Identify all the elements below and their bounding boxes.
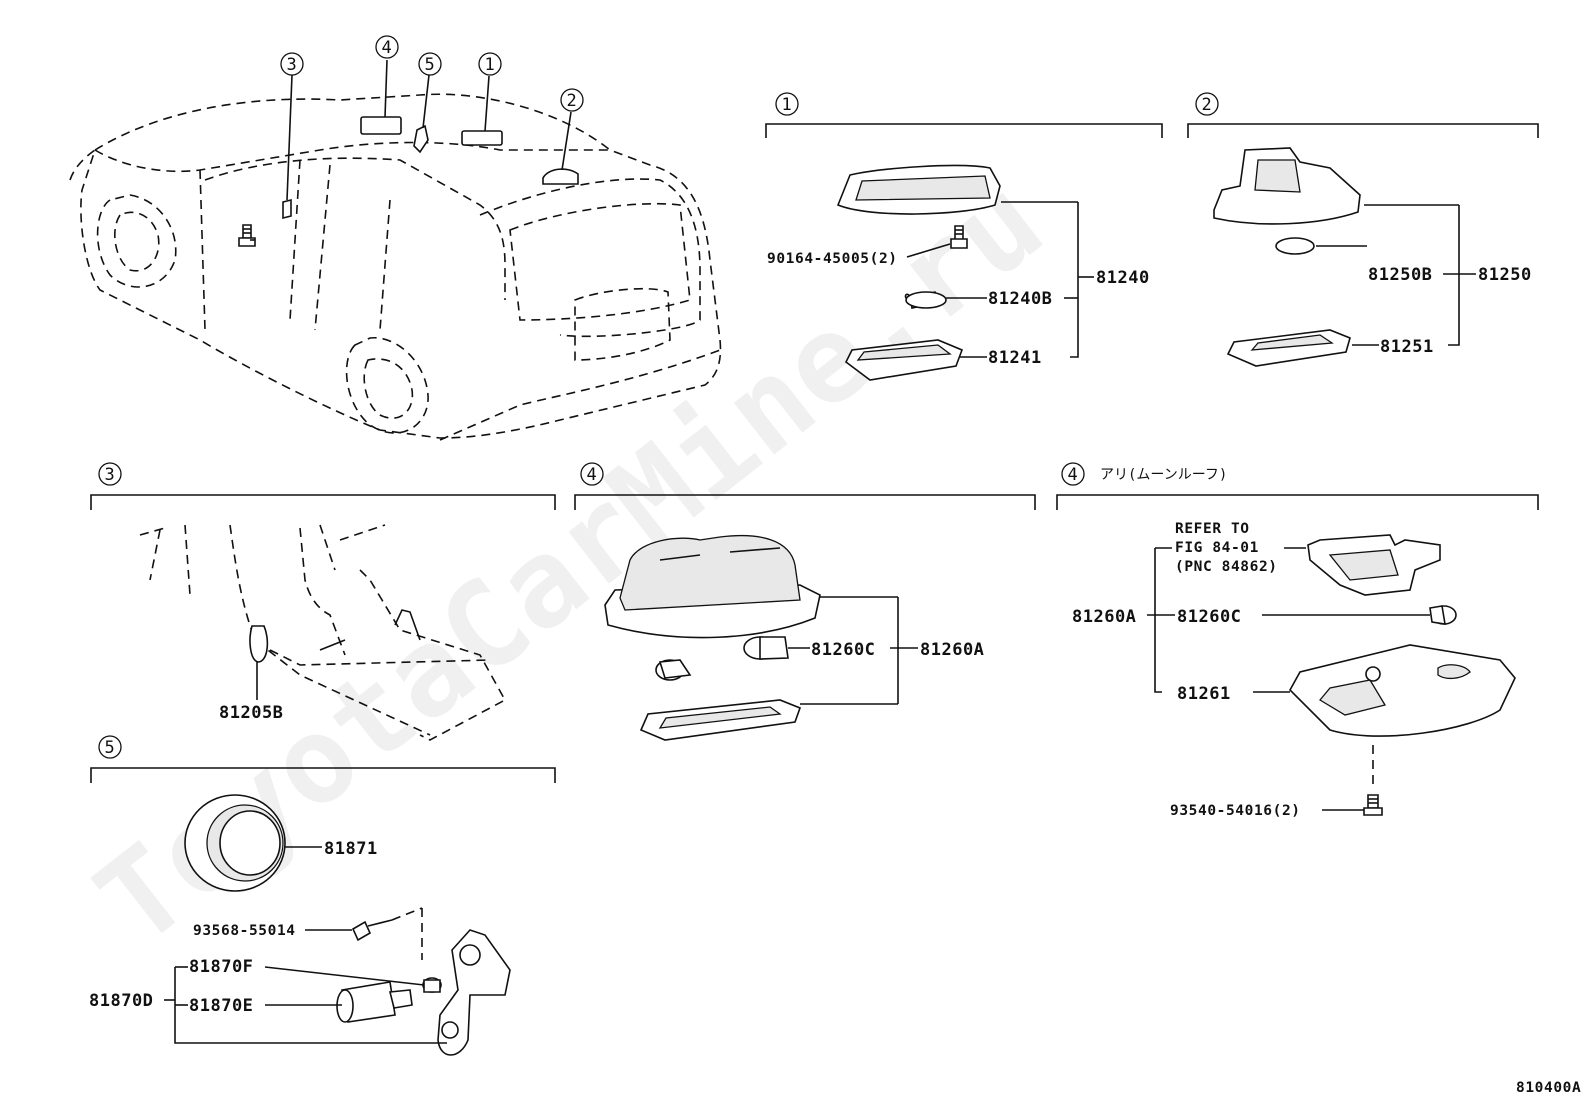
part-81250[interactable]: 81250	[1478, 265, 1532, 285]
part-81260C-b[interactable]: 81260C	[1177, 607, 1241, 627]
group-2: 2 81250B 81250 81251	[1187, 92, 1539, 367]
part-90164-45005[interactable]: 90164-45005(2)	[767, 251, 898, 267]
group-2-number: 2	[1202, 95, 1212, 115]
moonroof-note: アリ(ムーンルーフ)	[1100, 467, 1227, 483]
callout-1: 1	[485, 55, 495, 75]
part-81241[interactable]: 81241	[988, 348, 1042, 368]
part-81870E[interactable]: 81870E	[189, 996, 253, 1016]
group-5-number: 5	[105, 738, 115, 758]
refer-line-2[interactable]: FIG 84-01	[1175, 540, 1259, 556]
part-93540-54016[interactable]: 93540-54016(2)	[1170, 803, 1301, 819]
group-4-number: 4	[587, 465, 597, 485]
part-93568-55014[interactable]: 93568-55014	[193, 923, 296, 939]
part-81205B[interactable]: 81205B	[219, 703, 283, 723]
group-4: 4 81260C 81260A	[574, 462, 1036, 741]
callout-5: 5	[425, 55, 435, 75]
refer-line-1: REFER TO	[1175, 521, 1250, 537]
part-81260C-a[interactable]: 81260C	[811, 640, 875, 660]
group-1-screw	[906, 225, 968, 258]
part-81250B[interactable]: 81250B	[1368, 265, 1432, 285]
callout-2: 2	[567, 91, 577, 111]
refer-line-3[interactable]: (PNC 84862)	[1175, 559, 1278, 575]
group-4b-number: 4	[1068, 465, 1078, 485]
part-81870F[interactable]: 81870F	[189, 957, 253, 977]
group-4-moonroof: 4 アリ(ムーンルーフ) REFER TO FIG 84-01 (PNC 848…	[1056, 462, 1539, 819]
part-81260A-a[interactable]: 81260A	[920, 640, 984, 660]
part-81240B[interactable]: 81240B	[988, 289, 1052, 309]
group-5: 5 81871 93568-55014 81870F 81870D	[89, 735, 556, 1056]
part-81870D[interactable]: 81870D	[89, 991, 153, 1011]
part-81240[interactable]: 81240	[1096, 268, 1150, 288]
callout-3: 3	[287, 55, 297, 75]
vehicle-overview: 3 4 5 1 2	[69, 35, 722, 441]
group-1: 1 90164-45005(2) 81240B 81241 81240	[238, 92, 1163, 381]
part-81261[interactable]: 81261	[1177, 684, 1231, 704]
callout-4: 4	[382, 38, 392, 58]
figure-code: 810400A	[1516, 1080, 1581, 1096]
part-81871[interactable]: 81871	[324, 839, 378, 859]
group-3-number: 3	[105, 465, 115, 485]
group-3: 3 81205B	[90, 462, 556, 741]
part-81251[interactable]: 81251	[1380, 337, 1434, 357]
group-1-number: 1	[782, 95, 792, 115]
part-81260A-b[interactable]: 81260A	[1072, 607, 1136, 627]
